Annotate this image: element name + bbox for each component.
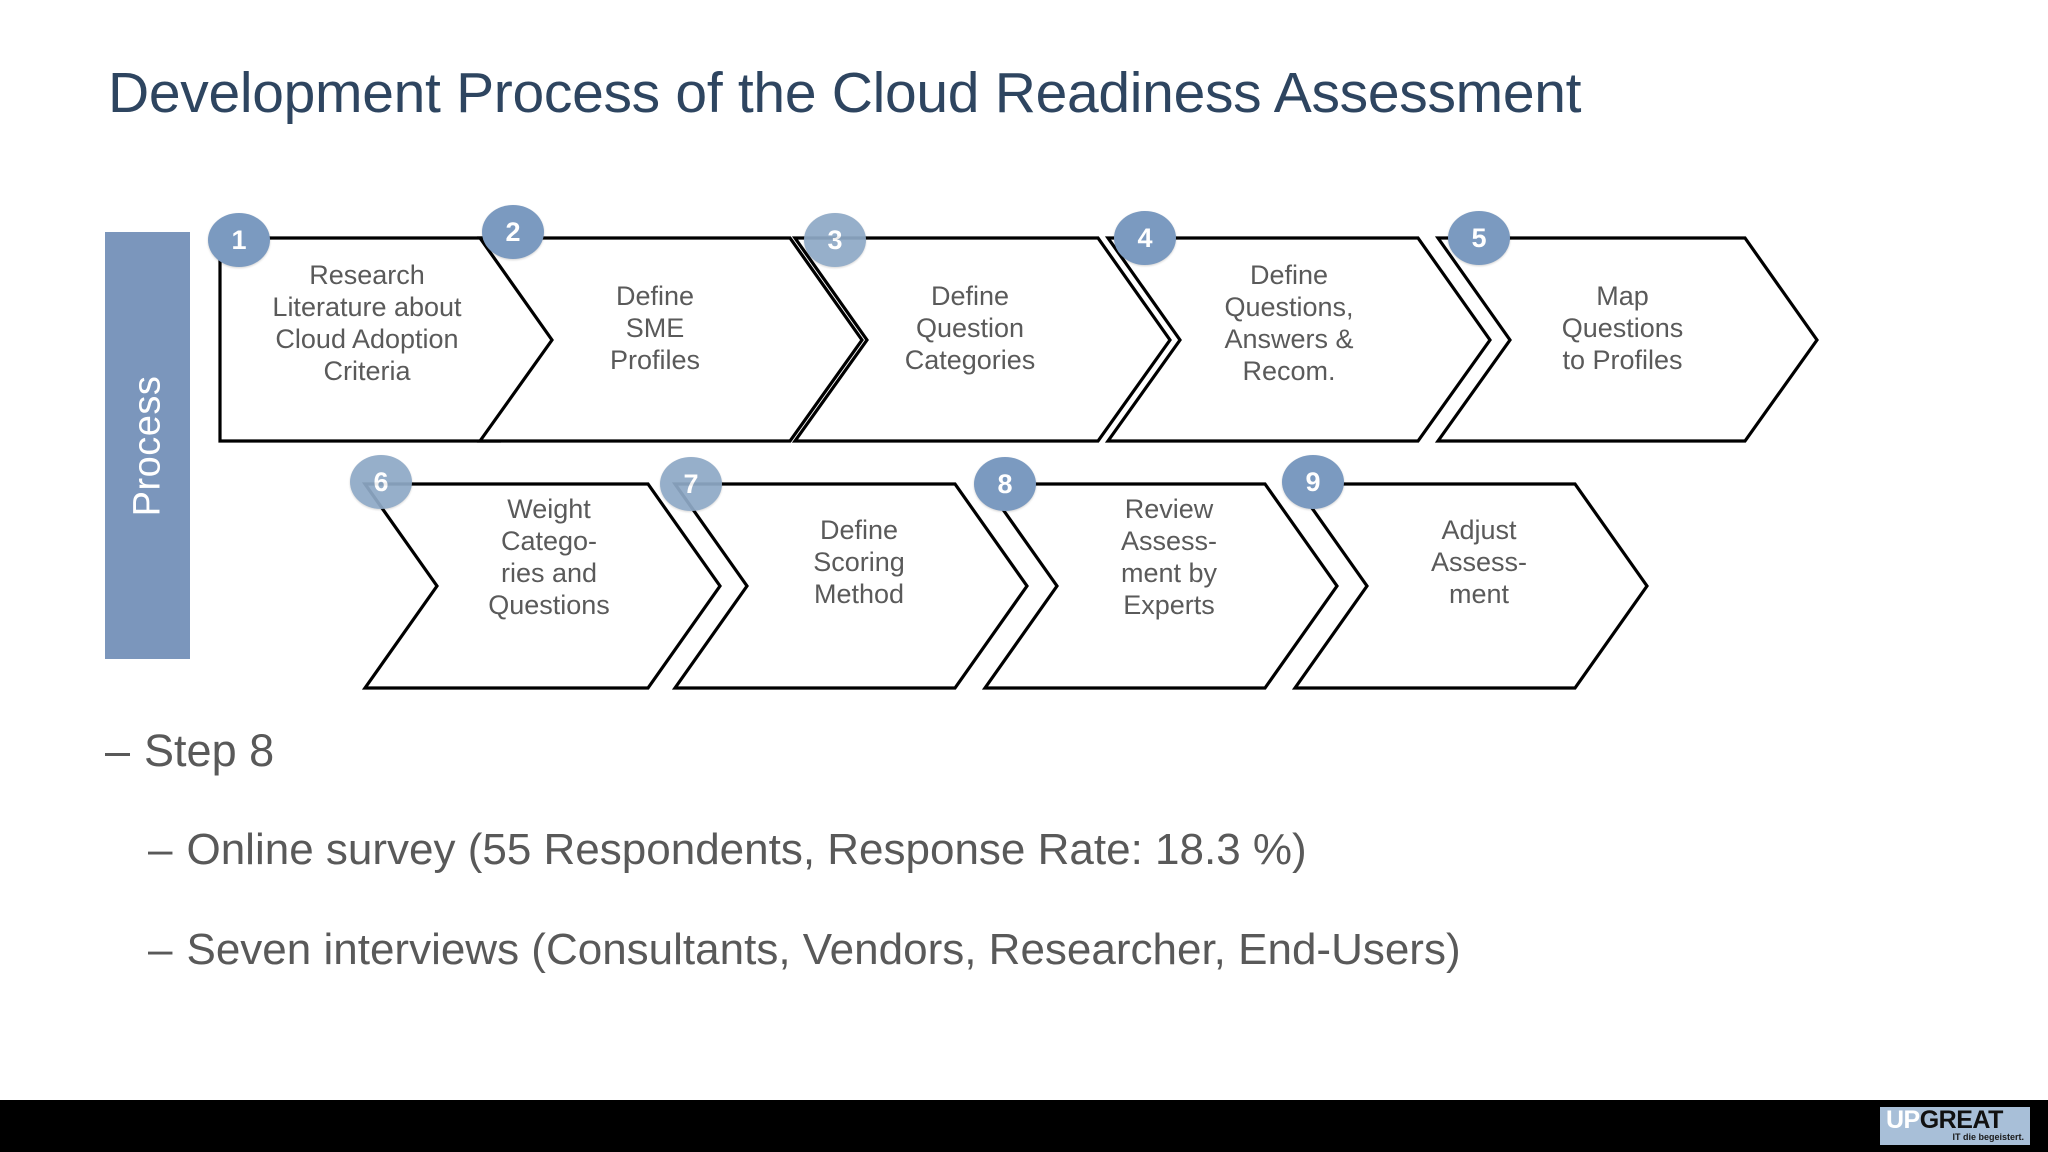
logo-word-up: UP <box>1886 1106 1920 1135</box>
chevron-label-step-9: Adjust Assess- ment <box>1430 515 1528 609</box>
chevron-label-step-5: Map Questions to Profiles <box>1561 281 1684 375</box>
chevron-label-step-6: Weight Catego- ries and Questions <box>488 494 610 620</box>
process-band-label: Process <box>126 375 168 516</box>
upgreat-logo: UPGREAT IT die begeistert. <box>1880 1107 2030 1145</box>
chevron-label-step-3: Define Question Categories <box>904 281 1036 375</box>
step-badge-5: 5 <box>1448 211 1510 265</box>
chevron-label-step-8: Review Assess- ment by Experts <box>1120 494 1218 620</box>
bullet-level2-text-2: Seven interviews (Consultants, Vendors, … <box>186 925 1461 974</box>
page-title: Development Process of the Cloud Readine… <box>108 61 1582 125</box>
chevron-label-step-7: Define Scoring Method <box>813 515 905 609</box>
logo-word-great: GREAT <box>1919 1106 2004 1135</box>
step-badge-7: 7 <box>660 457 722 511</box>
chevron-label-step-2: Define SME Profiles <box>609 281 701 375</box>
footer-bar: UPGREAT IT die begeistert. <box>0 1100 2048 1152</box>
chevron-label-step-1: Research Literature about Cloud Adoption… <box>272 260 462 386</box>
bullet-level1-step8: –Step 8 <box>105 725 274 777</box>
step-badge-3: 3 <box>804 213 866 267</box>
logo-wordmark: UPGREAT <box>1886 1106 2026 1135</box>
step-badge-4: 4 <box>1114 211 1176 265</box>
process-band: Process <box>105 232 190 659</box>
logo-tagline: IT die begeistert. <box>1952 1131 2024 1142</box>
step-badge-6: 6 <box>350 455 412 509</box>
bullet-level2-text-1: Online survey (55 Respondents, Response … <box>186 825 1307 874</box>
bullet-level2-online-survey: –Online survey (55 Respondents, Response… <box>148 825 1307 875</box>
bullet-dash-icon: – <box>148 825 173 874</box>
bullet-level2-interviews: –Seven interviews (Consultants, Vendors,… <box>148 925 1461 975</box>
chevron-label-step-4: Define Questions, Answers & Recom. <box>1224 260 1354 386</box>
step-badge-9: 9 <box>1282 455 1344 509</box>
step-badge-2: 2 <box>482 205 544 259</box>
step-badge-8: 8 <box>974 457 1036 511</box>
bullet-dash-icon: – <box>105 725 131 776</box>
step-badge-1: 1 <box>208 213 270 267</box>
bullet-level1-text: Step 8 <box>144 725 275 776</box>
bullet-dash-icon: – <box>148 925 173 974</box>
